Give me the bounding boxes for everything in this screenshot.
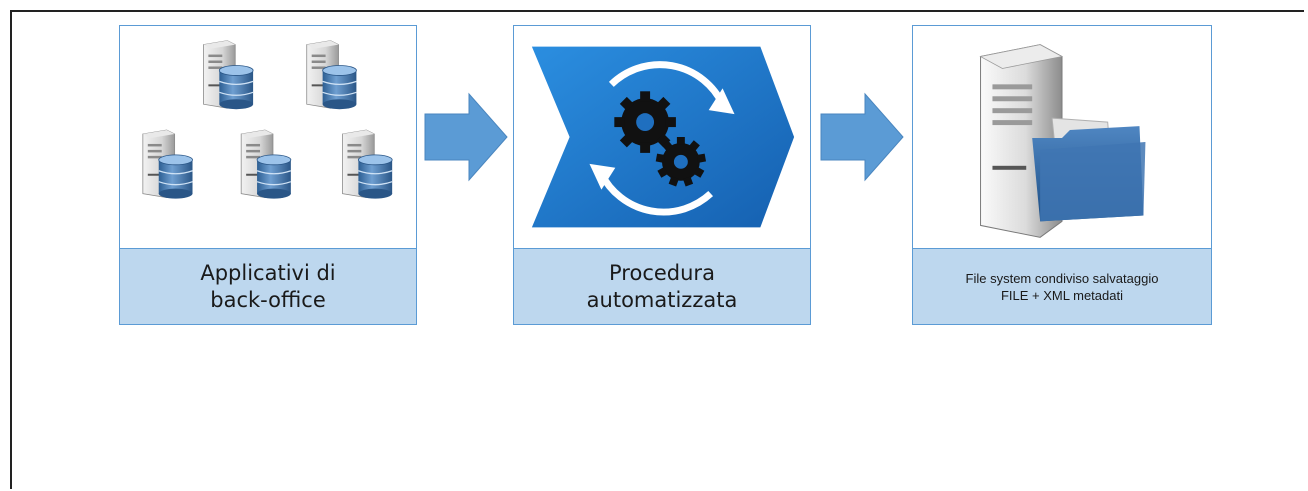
flow-arrow-2 xyxy=(820,92,904,182)
step-backoffice-line1: Applicativi di xyxy=(200,260,336,285)
step-backoffice-label: Applicativi di back-office xyxy=(120,248,416,324)
file-server-icon xyxy=(979,44,1146,238)
step-procedure-line2: automatizzata xyxy=(586,287,738,312)
step-filesystem-label: File system condiviso salvataggio FILE +… xyxy=(913,248,1211,324)
step-filesystem-line2: FILE + XML metadati xyxy=(1000,287,1123,303)
step-procedure: Procedura automatizzata xyxy=(513,25,811,325)
diagram-frame xyxy=(10,10,1304,489)
step-filesystem: File system condiviso salvataggio FILE +… xyxy=(912,25,1212,325)
step-filesystem-line1: File system condiviso salvataggio xyxy=(965,270,1159,286)
step-procedure-line1: Procedura xyxy=(609,260,715,285)
step-backoffice: Applicativi di back-office xyxy=(119,25,417,325)
gear-process-icon xyxy=(531,46,795,228)
database-servers-icon xyxy=(142,40,393,200)
step-backoffice-line2: back-office xyxy=(210,287,326,312)
flow-arrow-1 xyxy=(424,92,508,182)
step-procedure-label: Procedura automatizzata xyxy=(514,248,810,324)
